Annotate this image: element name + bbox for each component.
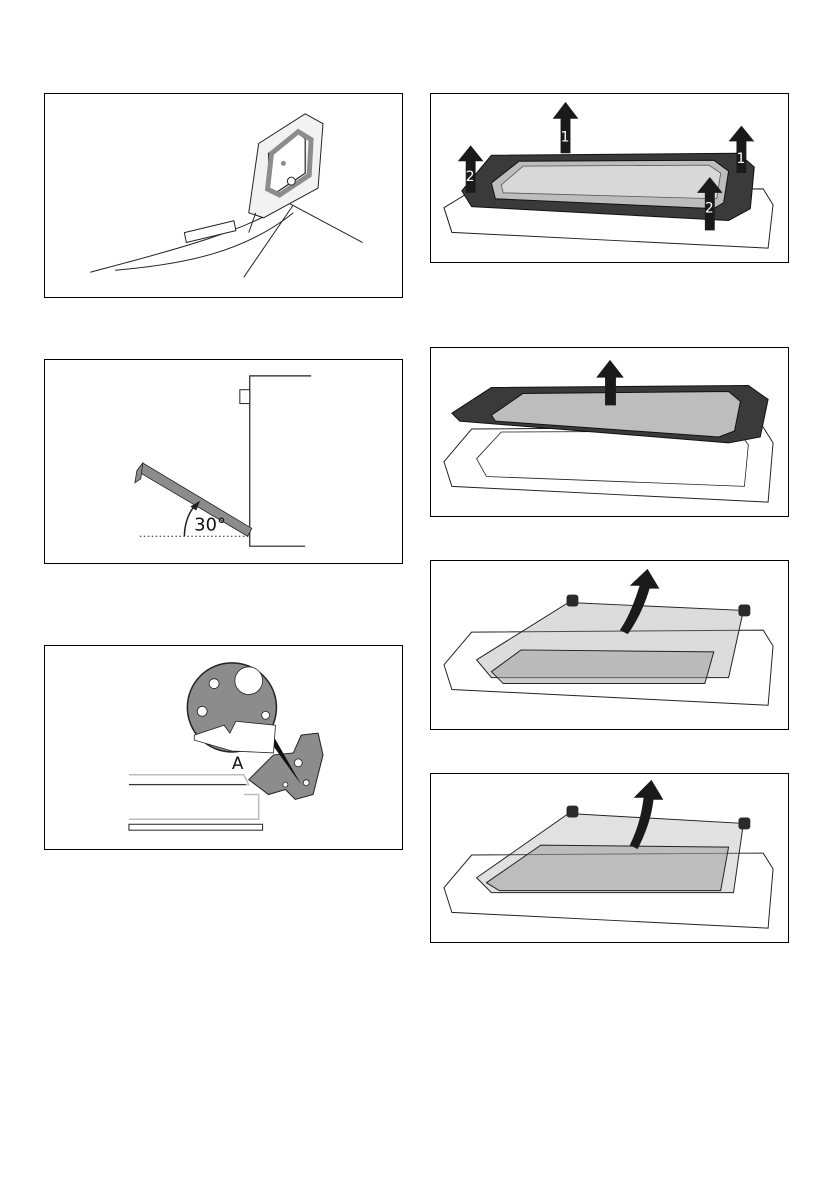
- step-number-2b: 2: [705, 201, 714, 217]
- door-tilt-illustration: 30°: [45, 360, 402, 563]
- figure-lift-frame: [430, 347, 789, 517]
- lift-inner-glass-illustration: [431, 561, 788, 729]
- step-number-1a: 1: [561, 129, 570, 145]
- callout-label-a: A: [232, 753, 244, 773]
- lift-second-glass-illustration: [431, 774, 788, 942]
- step-number-2a: 2: [466, 169, 475, 185]
- figure-hinge-detail: A: [44, 645, 403, 850]
- hinge-lever-illustration: [45, 94, 402, 297]
- figure-frame-removal: 1 1 2 2: [430, 93, 789, 263]
- figure-hinge-lever: [44, 93, 403, 298]
- frame-removal-illustration: 1 1 2 2: [431, 94, 788, 262]
- arrow-up-icon: [553, 102, 579, 153]
- figure-lift-second-glass: [430, 773, 789, 943]
- figure-door-tilt: 30°: [44, 359, 403, 564]
- angle-label: 30°: [194, 514, 226, 535]
- hinge-detail-illustration: A: [45, 646, 402, 849]
- lift-frame-illustration: [431, 348, 788, 516]
- figure-lift-inner-glass: [430, 560, 789, 730]
- step-number-1b: 1: [736, 151, 745, 167]
